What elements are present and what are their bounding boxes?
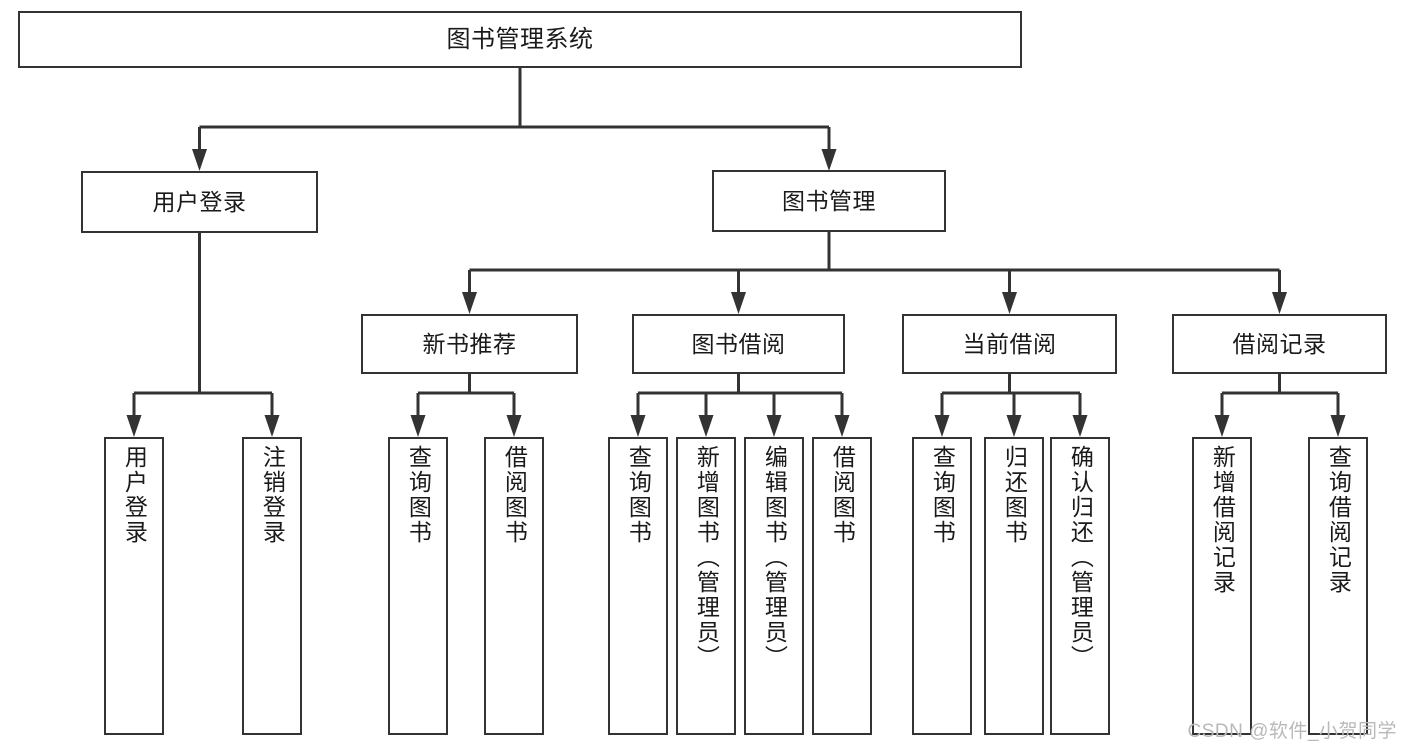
root-node[interactable]: 图书管理系统	[18, 11, 1022, 68]
node-l2[interactable]: 注销登录	[242, 437, 302, 735]
node-label: 借阅图书	[501, 445, 528, 545]
node-l8[interactable]: 借阅图书	[812, 437, 872, 735]
node-label: 查询图书	[625, 445, 652, 545]
node-label: 查询图书	[405, 445, 432, 545]
node-newbook[interactable]: 新书推荐	[361, 314, 578, 374]
node-l9[interactable]: 查询图书	[912, 437, 972, 735]
node-label: 借阅记录	[1232, 330, 1327, 357]
node-l6[interactable]: 新增图书（管理员）	[676, 437, 736, 735]
node-l12[interactable]: 新增借阅记录	[1192, 437, 1252, 735]
node-borrow[interactable]: 图书借阅	[632, 314, 845, 374]
watermark: CSDN @软件_小贺同学	[1187, 721, 1397, 742]
node-label: 查询图书	[929, 445, 956, 545]
node-l1[interactable]: 用户登录	[104, 437, 164, 735]
node-login[interactable]: 用户登录	[81, 171, 318, 233]
node-label: 归还图书	[1001, 445, 1028, 545]
node-label: 新增借阅记录	[1209, 445, 1236, 595]
node-label: 用户登录	[121, 445, 148, 545]
node-label: 查询借阅记录	[1325, 445, 1352, 595]
node-label: 新书推荐	[422, 330, 517, 357]
node-label: 借阅图书	[829, 445, 856, 545]
node-l7[interactable]: 编辑图书（管理员）	[744, 437, 804, 735]
node-label: 编辑图书（管理员）	[761, 445, 788, 670]
node-l10[interactable]: 归还图书	[984, 437, 1044, 735]
node-l3[interactable]: 查询图书	[388, 437, 448, 735]
node-l4[interactable]: 借阅图书	[484, 437, 544, 735]
node-l11[interactable]: 确认归还（管理员）	[1050, 437, 1110, 735]
node-label: 新增图书（管理员）	[693, 445, 720, 670]
node-current[interactable]: 当前借阅	[902, 314, 1117, 374]
node-bookmgmt[interactable]: 图书管理	[712, 170, 946, 232]
node-label: 图书管理	[782, 187, 876, 214]
node-label: 确认归还（管理员）	[1067, 445, 1094, 670]
node-label: 图书借阅	[691, 330, 786, 357]
node-label: 注销登录	[259, 445, 286, 545]
node-records[interactable]: 借阅记录	[1172, 314, 1387, 374]
node-label: 当前借阅	[962, 330, 1057, 357]
node-label: 用户登录	[152, 188, 247, 215]
node-l13[interactable]: 查询借阅记录	[1308, 437, 1368, 735]
node-label: 图书管理系统	[446, 25, 594, 53]
node-l5[interactable]: 查询图书	[608, 437, 668, 735]
